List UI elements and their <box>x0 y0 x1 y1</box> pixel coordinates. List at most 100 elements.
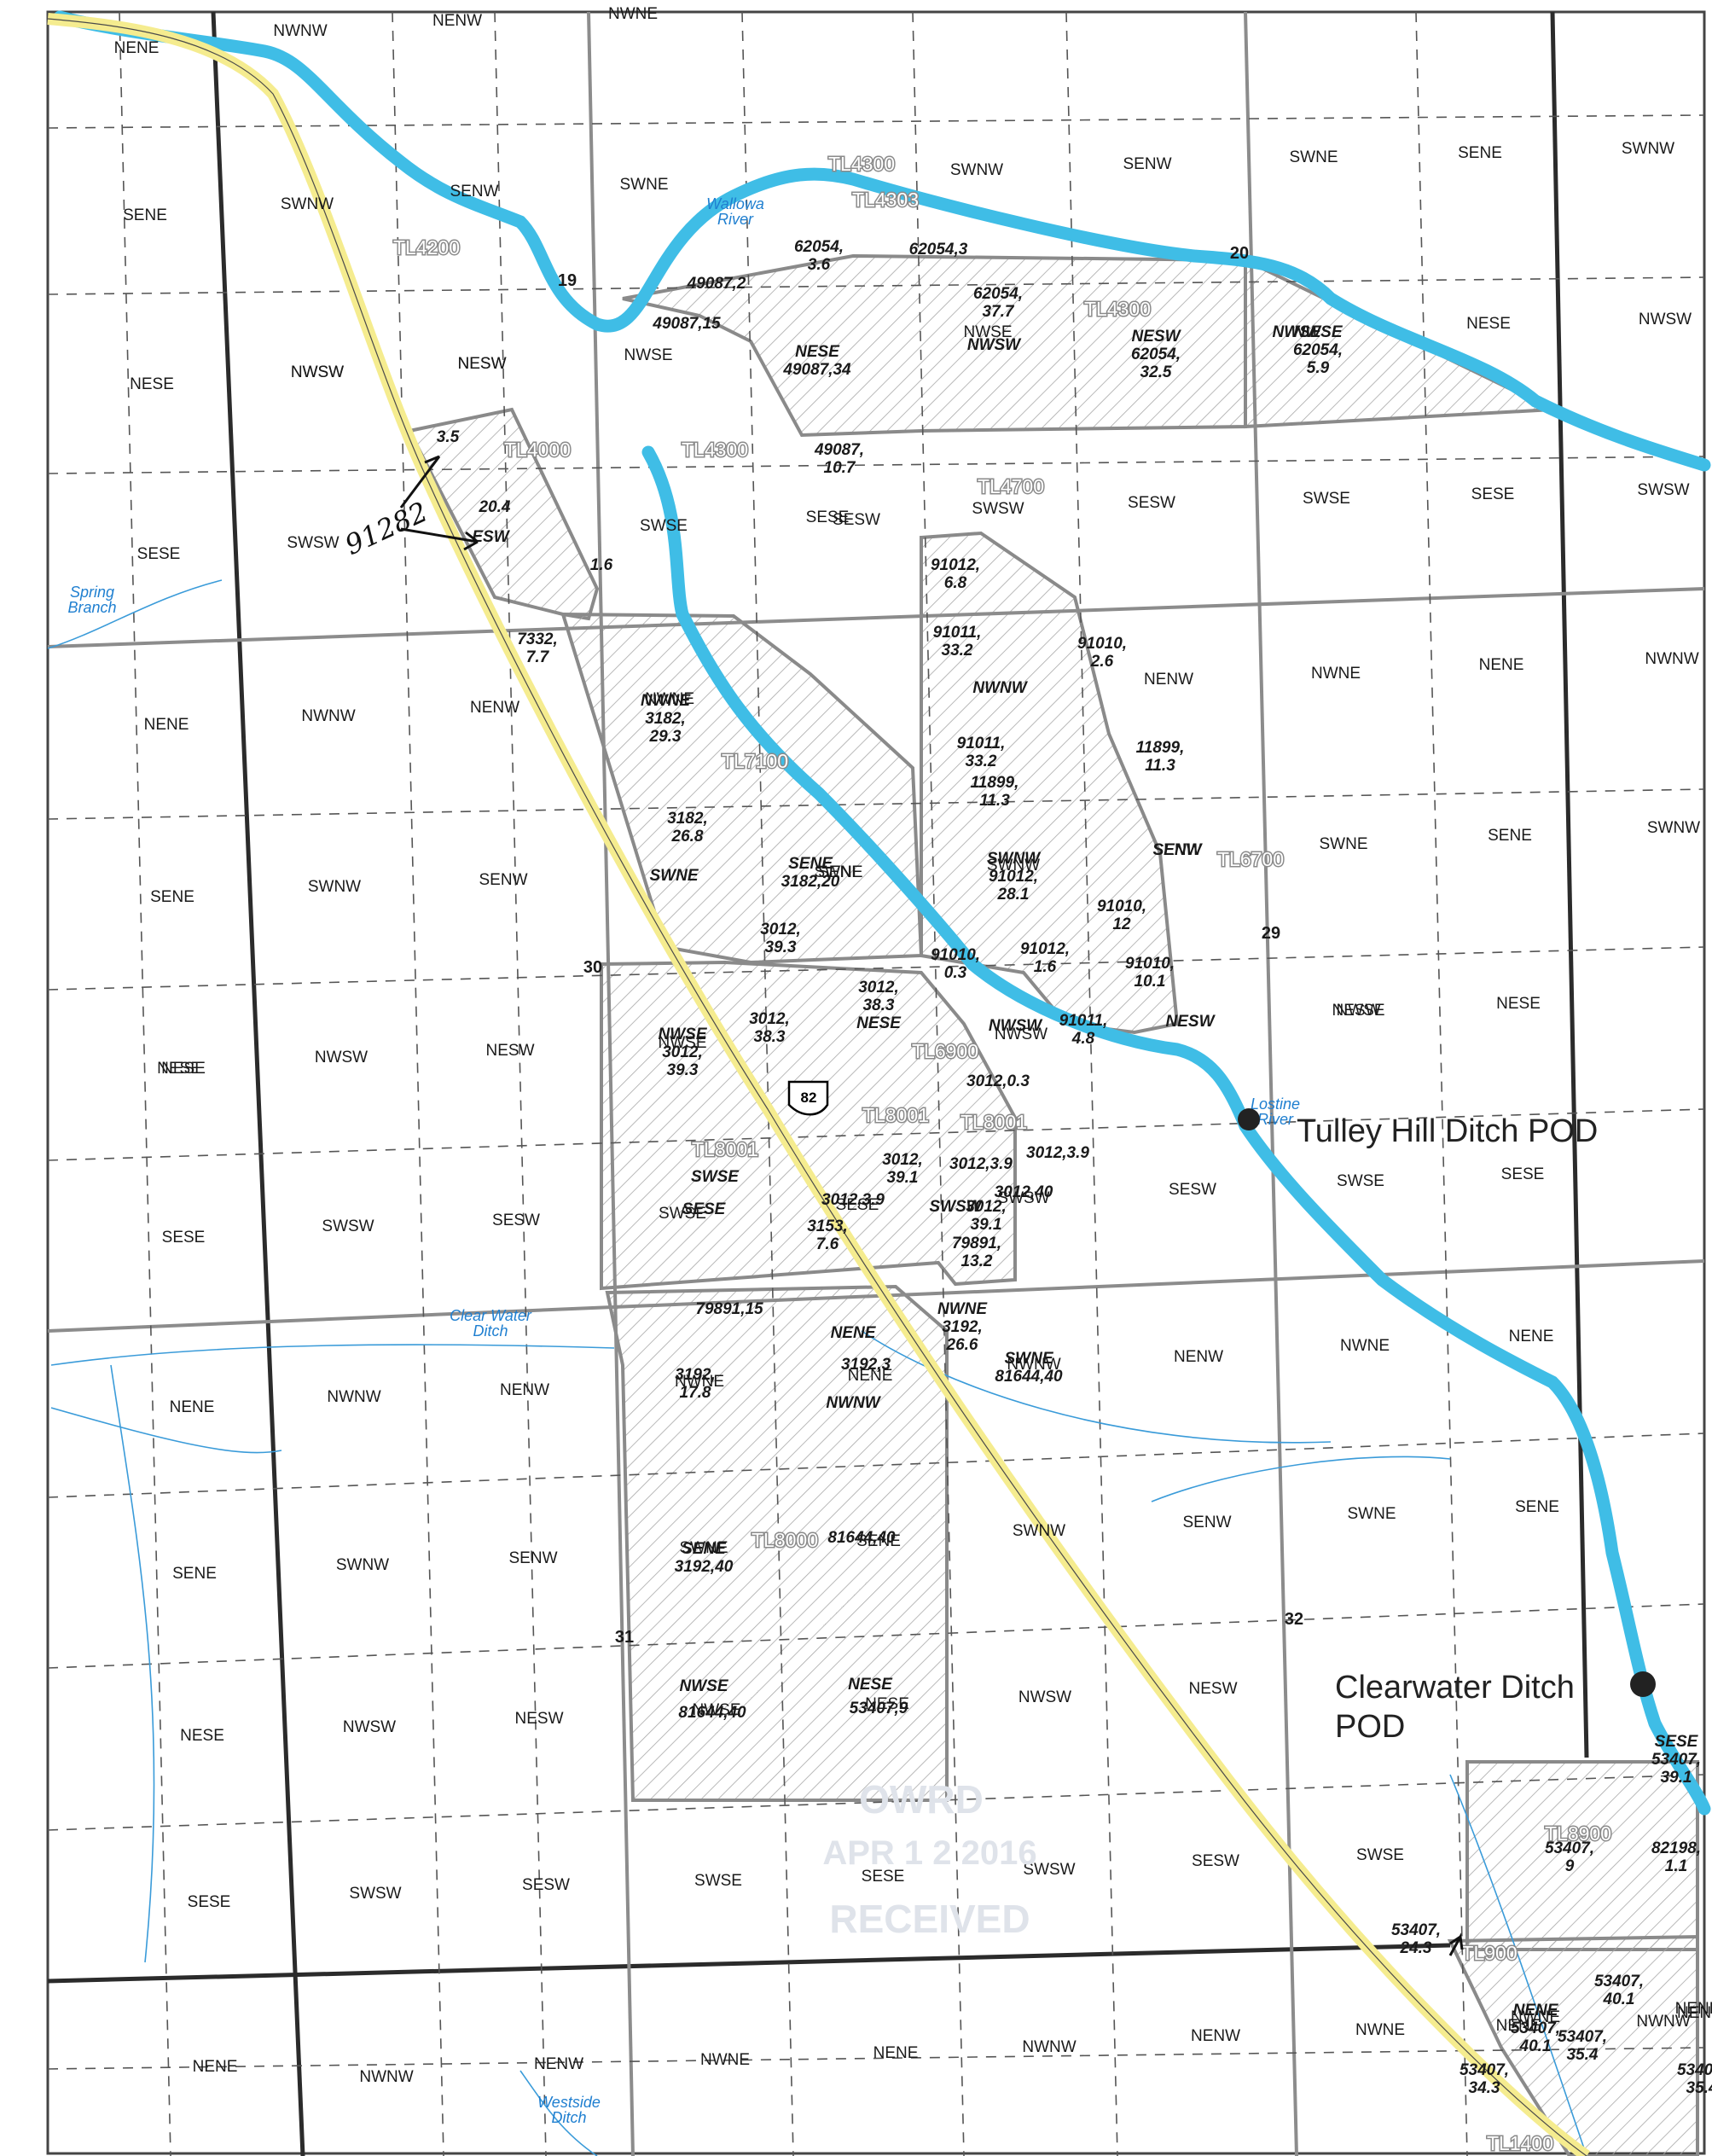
water-right-label: NWSW <box>967 336 1022 354</box>
qq-label: NENE <box>193 2058 238 2076</box>
parcel-tl8001 <box>600 960 1017 1291</box>
water-right-label: 91010,12 <box>1097 898 1146 933</box>
water-right-label: 53407,35.4 <box>1677 2061 1712 2097</box>
qq-label: NESW <box>1332 1002 1381 1020</box>
tax-lot-label: TL6900 <box>912 1040 978 1062</box>
water-right-label: 91010,2.6 <box>1077 635 1127 671</box>
qq-label: NENE <box>114 39 160 57</box>
qq-label: SENE <box>172 1565 217 1583</box>
qq-label: NESE <box>1466 315 1511 333</box>
qq-label: SWNE <box>1320 835 1368 853</box>
water-right-label: 11899,11.3 <box>971 774 1019 810</box>
township-lines <box>47 11 1589 2156</box>
qq-label: SESW <box>492 1212 540 1229</box>
qq-label: NWNW <box>301 707 355 725</box>
water-right-label: 49087,2 <box>687 275 746 293</box>
water-right-label: 53407,9 <box>850 1700 908 1717</box>
water-right-label: 81644,40 <box>827 1529 896 1547</box>
water-right-label: 53407,35.4 <box>1558 2028 1607 2064</box>
qq-label: NENE <box>1479 656 1524 674</box>
water-right-label: SESE <box>682 1200 727 1218</box>
qq-label: NWSE <box>659 1034 707 1052</box>
qq-label: NESW <box>1189 1680 1238 1698</box>
qq-label: SWSE <box>640 517 688 535</box>
tax-lot-label: TL1400 <box>1487 2132 1553 2154</box>
route-shield-icon: 82 <box>787 1080 829 1116</box>
qq-label: SENE <box>856 1532 901 1550</box>
water-right-label: 79891,15 <box>695 1300 763 1318</box>
qq-label: NWNW <box>327 1388 380 1406</box>
water-right-label: 81644,40 <box>678 1704 746 1722</box>
qq-label: NESE <box>161 1060 206 1078</box>
qq-label: SWSW <box>322 1217 374 1235</box>
water-right-label: 3153,7.6 <box>807 1217 848 1253</box>
water-right-label: NWSE <box>1273 323 1322 341</box>
svg-text:OWRD: OWRD <box>859 1777 984 1822</box>
qq-label: NENW <box>432 12 482 30</box>
water-right-label: 3012,38.3 <box>749 1010 790 1046</box>
pod-marker-icon[interactable] <box>1238 1108 1260 1130</box>
qq-label: NENW <box>1144 671 1193 689</box>
parcel-tl7100 <box>560 612 924 965</box>
tax-lot-label: TL7100 <box>722 750 788 772</box>
qq-label: SWNE <box>680 1539 728 1557</box>
water-right-label: NWNW <box>972 679 1028 697</box>
water-right-label: SWSE <box>691 1168 740 1186</box>
qq-label: NESE <box>865 1695 909 1713</box>
qq-label: NWSW <box>995 1026 1048 1043</box>
qq-label: SESW <box>1192 1852 1239 1870</box>
svg-text:APR 1 2 2016: APR 1 2 2016 <box>822 1834 1036 1872</box>
qq-label: NWSW <box>1018 1688 1071 1706</box>
water-right-label: NWNW <box>826 1394 881 1412</box>
qq-label: SWSE <box>1303 490 1350 508</box>
pod-marker-icon[interactable] <box>1630 1671 1656 1697</box>
qq-label: NENE <box>1509 1328 1554 1345</box>
qq-label: SESW <box>1128 494 1175 512</box>
water-right-label: 3192,17.8 <box>675 1366 716 1402</box>
parcel-tl6700 <box>920 531 1180 1035</box>
qq-label: SESE <box>137 545 181 563</box>
parcel-areas <box>407 253 1699 2156</box>
rivers <box>53 10 1711 1816</box>
qq-label: NENE <box>1675 2000 1712 2018</box>
qq-label: NWSW <box>1639 311 1692 328</box>
tax-lot-label: TL900 <box>1461 1942 1517 1964</box>
qq-label: SWNE <box>1348 1505 1396 1523</box>
qq-label: SENW <box>1123 155 1172 173</box>
water-right-label: 7332,7.7 <box>517 631 558 666</box>
qq-label: SWSW <box>1637 481 1689 499</box>
water-right-label: 53407,34.3 <box>1460 2061 1509 2097</box>
qq-label: SENE <box>123 206 167 224</box>
qq-label: SWSE <box>1337 1172 1384 1190</box>
qq-label: SWNW <box>336 1556 389 1574</box>
water-right-label: NENE <box>831 1324 877 1342</box>
section-number: 20 <box>1230 244 1249 263</box>
qq-label: NENW <box>1677 2004 1712 2022</box>
water-right-label: 3192,3 <box>841 1356 891 1374</box>
qq-label: NWNE <box>675 1373 724 1391</box>
qq-label: SWSW <box>287 534 339 552</box>
water-right-label: SENW <box>1153 841 1204 859</box>
water-right-labels: 62054,3.662054,349087,249087,1562054,37.… <box>437 238 1712 2097</box>
qq-label: SWSW <box>1023 1861 1075 1879</box>
tax-lot-label: TL8000 <box>752 1529 818 1551</box>
qq-label: NESE <box>1496 995 1541 1013</box>
water-right-label: 3012,39.1 <box>966 1198 1007 1234</box>
water-right-label: 3012,3.9 <box>1026 1144 1089 1162</box>
tax-lot-label: TL4000 <box>504 439 571 461</box>
qq-label: NWNW <box>273 22 327 40</box>
qq-label: NWNE <box>608 5 658 23</box>
qq-label: SENW <box>1153 841 1202 859</box>
qq-label: NWNE <box>1340 1337 1390 1355</box>
